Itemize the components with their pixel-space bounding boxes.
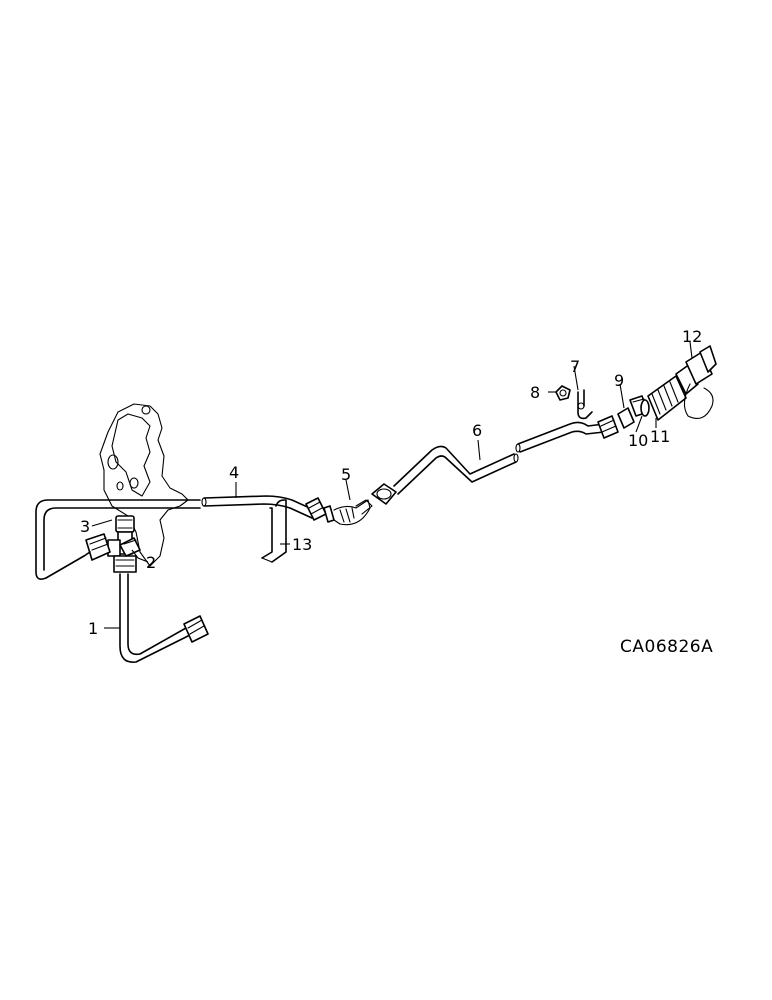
callout-1: 1 [88, 619, 98, 638]
hose-5-end-nut [371, 483, 397, 505]
callout-6: 6 [472, 421, 482, 440]
hose-5 [305, 497, 373, 526]
dust-cap [683, 345, 717, 419]
tube-1-end-nut [183, 615, 209, 643]
callout-10: 10 [628, 431, 648, 450]
tee-fitting [83, 515, 141, 573]
callout-12: 12 [682, 327, 702, 346]
tube-6 [393, 421, 605, 495]
tube-4 [201, 495, 315, 519]
callout-5: 5 [341, 465, 351, 484]
callout-9: 9 [614, 371, 624, 390]
tube-6-end-nut [597, 415, 619, 439]
callout-8: 8 [530, 383, 540, 402]
callout-11: 11 [650, 427, 670, 446]
callout-4: 4 [229, 463, 239, 482]
adapter [617, 395, 649, 429]
support-bracket [261, 499, 287, 563]
callout-labels: 1 2 3 4 5 6 7 8 9 10 11 12 13 [80, 327, 702, 638]
tube-1 [119, 573, 189, 663]
callout-3: 3 [80, 517, 90, 536]
o-ring [640, 399, 650, 417]
nut [555, 385, 571, 401]
figure-code: CA06826A [620, 637, 713, 657]
callout-2: 2 [146, 553, 156, 572]
callout-13: 13 [292, 535, 312, 554]
tube-3-run [35, 499, 201, 580]
leader-lines [91, 341, 693, 629]
callout-7: 7 [570, 357, 580, 376]
clip [577, 389, 593, 420]
